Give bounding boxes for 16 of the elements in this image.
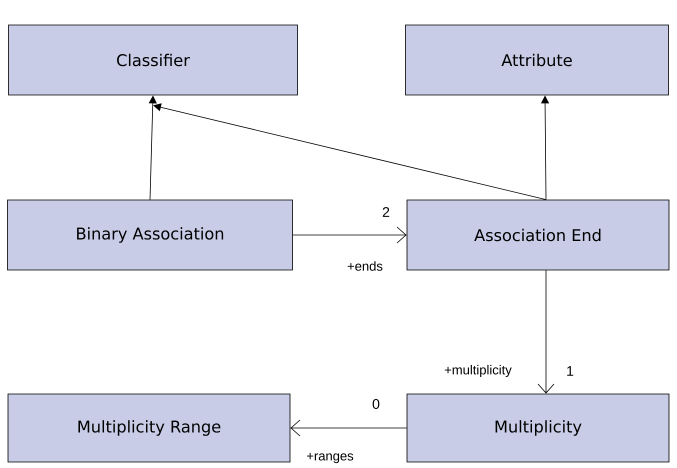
class-box: Multiplicity Range — [8, 394, 290, 462]
class-box: Classifier — [8, 24, 298, 96]
role-label: +ranges — [306, 452, 354, 464]
multiplicity-label: 1 — [567, 366, 574, 376]
class-box: Binary Association — [7, 200, 293, 270]
multiplicity-label: 0 — [372, 399, 380, 409]
role-label: +multiplicity — [444, 364, 512, 378]
arrow — [292, 226, 407, 244]
class-box: Multiplicity — [406, 394, 670, 462]
class-box: Association End — [406, 200, 670, 270]
multiplicity-label: 2 — [382, 207, 390, 217]
arrow — [153, 103, 546, 200]
arrow — [538, 270, 554, 394]
role-label: +ends — [348, 261, 382, 271]
arrow — [290, 420, 407, 436]
class-box: Attribute — [405, 24, 669, 96]
